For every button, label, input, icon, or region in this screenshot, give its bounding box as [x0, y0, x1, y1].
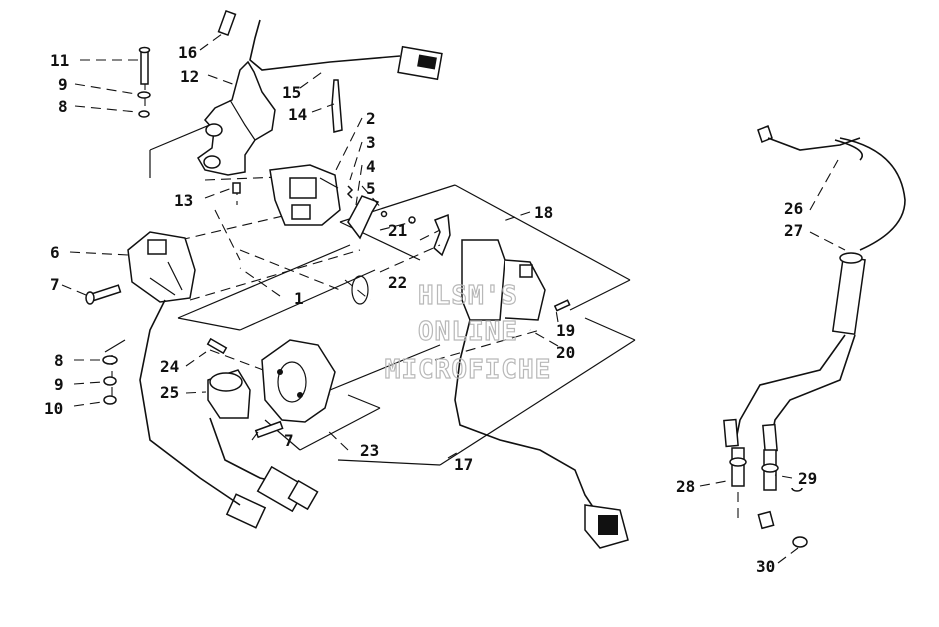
adjuster-28 — [729, 447, 747, 487]
callout-4: 4 — [366, 157, 376, 176]
callout-23: 23 — [360, 441, 379, 460]
assembly-guide-lines — [104, 80, 636, 466]
callout-10: 10 — [44, 399, 63, 418]
callout-7-lower: 7 — [284, 431, 294, 450]
callout-22: 22 — [388, 273, 407, 292]
callout-26: 26 — [784, 199, 803, 218]
screw-24 — [206, 337, 228, 355]
callout-8-top: 8 — [58, 97, 68, 116]
cable-housing-27 — [723, 252, 866, 453]
callout-17: 17 — [454, 455, 473, 474]
switch-housing-2 — [269, 164, 341, 226]
switch-assembly-18 — [461, 239, 546, 321]
contact-plate-4 — [347, 195, 380, 240]
callout-20: 20 — [556, 343, 575, 362]
wire-harness-17 — [454, 319, 629, 549]
fitting-30 — [757, 510, 808, 548]
callout-18: 18 — [534, 203, 553, 222]
throttle-cable-26 — [757, 125, 906, 251]
callout-24: 24 — [160, 357, 179, 376]
spring-3 — [346, 185, 354, 199]
switch-25 — [139, 299, 319, 529]
callout-6: 6 — [50, 243, 60, 262]
handlebar-shaft-1 — [344, 275, 371, 305]
callout-3: 3 — [366, 133, 376, 152]
callout-19: 19 — [556, 321, 575, 340]
harness-lead-15 — [249, 19, 443, 81]
callout-leaders — [61, 33, 846, 564]
pin-13 — [232, 182, 241, 194]
callout-25: 25 — [160, 383, 179, 402]
screw-5 — [380, 210, 388, 218]
screw-18a — [408, 216, 416, 224]
screw-7-left — [85, 284, 122, 305]
lock-washer-10 — [103, 395, 117, 405]
watermark-line-2: ONLINE — [418, 317, 518, 347]
throttle-housing-6 — [127, 231, 196, 303]
callout-14: 14 — [288, 105, 307, 124]
callout-27: 27 — [784, 221, 803, 240]
callout-9-top: 9 — [58, 75, 68, 94]
callout-16: 16 — [178, 43, 197, 62]
switch-cover-23 — [261, 339, 336, 423]
callout-13: 13 — [174, 191, 193, 210]
adjuster-29 — [761, 449, 803, 492]
callout-2: 2 — [366, 109, 376, 128]
callout-30: 30 — [756, 557, 775, 576]
callout-5: 5 — [366, 179, 376, 198]
wire-plug-16 — [217, 9, 237, 37]
nut-8-lower — [102, 355, 118, 365]
throttle-housing-bracket-12 — [197, 60, 276, 176]
callout-29: 29 — [798, 469, 817, 488]
callout-11: 11 — [50, 51, 69, 70]
screw-19 — [553, 299, 571, 312]
terminal-14 — [331, 79, 343, 133]
callout-8-lower: 8 — [54, 351, 64, 370]
nut-8-top — [138, 110, 150, 118]
callout-12: 12 — [180, 67, 199, 86]
callout-9-lower: 9 — [54, 375, 64, 394]
washer-9-top — [137, 91, 151, 99]
lever-21 — [433, 213, 451, 257]
callout-1: 1 — [294, 289, 304, 308]
callout-15: 15 — [282, 83, 301, 102]
washer-9-lower — [103, 376, 117, 386]
watermark-line-3: MICROFICHE — [385, 355, 552, 385]
watermark: HLSM'S ONLINE MICROFICHE — [384, 280, 552, 385]
callout-28: 28 — [676, 477, 695, 496]
callout-labels: 11 9 8 16 12 15 14 2 3 4 5 13 18 21 6 22… — [44, 43, 817, 576]
bolt-11 — [138, 46, 151, 85]
callout-21: 21 — [388, 221, 407, 240]
callout-7-left: 7 — [50, 275, 60, 294]
watermark-line-1: HLSM'S — [418, 281, 518, 311]
